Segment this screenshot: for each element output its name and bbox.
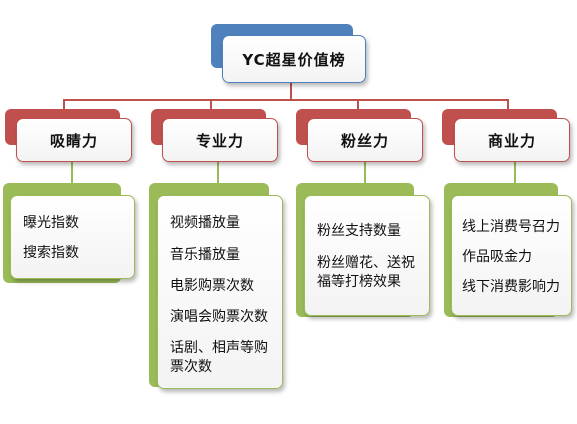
detail-item: 话剧、相声等购票次数: [170, 340, 268, 375]
detail-item: 线上消费号召力: [462, 219, 560, 235]
category-card: 吸睛力: [16, 118, 132, 162]
detail-item: 音乐播放量: [170, 247, 240, 263]
category-label: 商业力: [487, 131, 536, 150]
connector-detail-4: [514, 161, 516, 186]
category-card: 商业力: [454, 118, 570, 162]
category-card: 专业力: [162, 118, 278, 162]
category-card: 粉丝力: [307, 118, 423, 162]
connector-root-down: [290, 83, 292, 100]
connector-cat-2: [210, 99, 212, 111]
detail-item: 视频播放量: [170, 215, 240, 231]
category-label: 吸睛力: [49, 131, 98, 150]
connector-horizontal: [63, 99, 509, 101]
detail-item: 曝光指数: [23, 215, 79, 231]
connector-detail-2: [217, 161, 219, 186]
detail-item: 电影购票次数: [170, 278, 254, 294]
category-label: 粉丝力: [340, 131, 389, 150]
detail-item: 演唱会购票次数: [170, 309, 268, 325]
detail-card: 线上消费号召力 作品吸金力 线下消费影响力: [451, 195, 572, 316]
detail-card: 视频播放量 音乐播放量 电影购票次数 演唱会购票次数 话剧、相声等购票次数: [157, 195, 283, 389]
detail-item: 粉丝赠花、送祝福等打榜效果: [317, 255, 415, 290]
connector-cat-4: [507, 99, 509, 111]
connector-detail-3: [364, 161, 366, 186]
connector-cat-1: [63, 99, 65, 111]
detail-card: 曝光指数 搜索指数: [10, 195, 135, 279]
detail-item: 线下消费影响力: [462, 279, 560, 295]
detail-item: 粉丝支持数量: [317, 223, 401, 239]
detail-item: 作品吸金力: [462, 249, 532, 265]
category-label: 专业力: [195, 131, 244, 150]
connector-detail-1: [71, 161, 73, 186]
root-label: YC超星价值榜: [242, 50, 346, 69]
connector-cat-3: [357, 99, 359, 111]
root-card: YC超星价值榜: [222, 35, 366, 83]
detail-card: 粉丝支持数量 粉丝赠花、送祝福等打榜效果: [304, 195, 430, 316]
detail-item: 搜索指数: [23, 245, 79, 261]
